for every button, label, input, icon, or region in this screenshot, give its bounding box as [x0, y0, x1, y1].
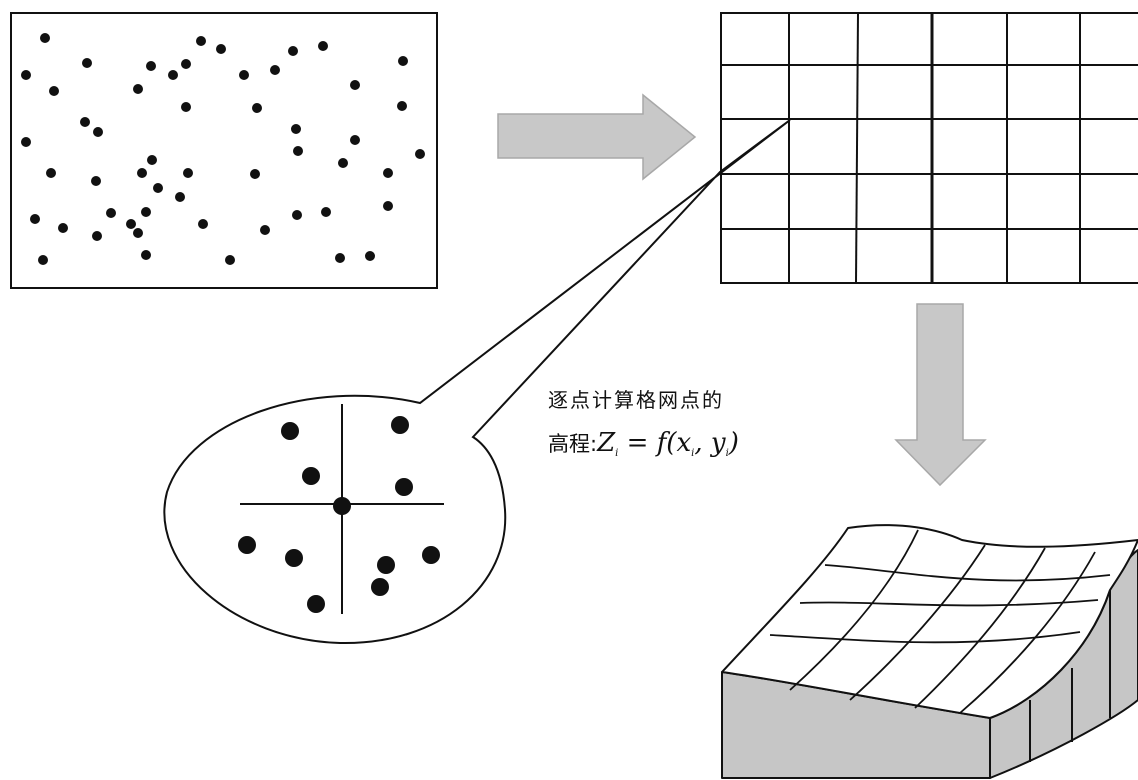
- sample-point: [82, 58, 92, 68]
- neighbour-point: [238, 536, 256, 554]
- sample-point: [181, 59, 191, 69]
- sample-point: [196, 36, 206, 46]
- formula-y-sub: i: [725, 448, 729, 459]
- sample-point: [350, 135, 360, 145]
- neighbour-point: [285, 549, 303, 567]
- zoom-callout-bubble: [163, 119, 791, 645]
- sample-point: [239, 70, 249, 80]
- sample-point: [40, 33, 50, 43]
- sample-point: [398, 56, 408, 66]
- sample-point: [350, 80, 360, 90]
- elevation-formula: Zi = f(xi, yi): [597, 428, 739, 459]
- mesh-line: [799, 599, 1099, 607]
- neighbour-point: [302, 467, 320, 485]
- mesh-line: [914, 547, 1046, 709]
- sample-point: [21, 137, 31, 147]
- formula-x: x: [676, 428, 692, 458]
- neighbour-point: [307, 595, 325, 613]
- grid-node-point: [333, 497, 351, 515]
- sample-point: [338, 158, 348, 168]
- sample-point: [38, 255, 48, 265]
- caption-elevation-label: 高程:: [548, 432, 598, 456]
- sample-point: [397, 101, 407, 111]
- scatter-panel-frame: [10, 12, 438, 289]
- sample-point: [321, 207, 331, 217]
- caption-line-1: 逐点计算格网点的: [548, 388, 724, 412]
- sample-point: [225, 255, 235, 265]
- sample-point: [21, 70, 31, 80]
- sample-point: [80, 117, 90, 127]
- sample-point: [365, 251, 375, 261]
- sample-point: [183, 168, 193, 178]
- right-arrow-icon: [497, 93, 697, 181]
- sample-point: [147, 155, 157, 165]
- neighbour-point: [281, 422, 299, 440]
- sample-point: [92, 231, 102, 241]
- formula-eq: =: [618, 428, 657, 458]
- sample-point: [216, 44, 226, 54]
- sample-point: [168, 70, 178, 80]
- sample-point: [181, 102, 191, 112]
- formula-close: ): [728, 428, 739, 458]
- neighbour-point: [422, 546, 440, 564]
- formula-lhs-sub: i: [615, 448, 619, 459]
- sample-point: [137, 168, 147, 178]
- surface-mesh: [769, 529, 1111, 714]
- mesh-line: [849, 544, 986, 701]
- neighbour-point: [391, 416, 409, 434]
- sample-point: [293, 146, 303, 156]
- sample-point: [133, 228, 143, 238]
- sample-point: [126, 219, 136, 229]
- sample-point: [153, 183, 163, 193]
- sample-point: [30, 214, 40, 224]
- sample-point: [383, 201, 393, 211]
- grid-vline: [855, 12, 859, 284]
- sample-point: [415, 149, 425, 159]
- down-arrow-icon: [894, 303, 987, 487]
- sample-point: [146, 61, 156, 71]
- sample-point: [141, 250, 151, 260]
- sample-point: [106, 208, 116, 218]
- formula-y: y: [710, 428, 726, 458]
- sample-point: [133, 84, 143, 94]
- sample-point: [49, 86, 59, 96]
- mesh-line: [789, 529, 919, 691]
- sample-point: [335, 253, 345, 263]
- formula-x-sub: i: [691, 448, 695, 459]
- grid-panel: [720, 12, 1138, 284]
- sample-point: [46, 168, 56, 178]
- sample-point: [141, 207, 151, 217]
- sample-point: [58, 223, 68, 233]
- sample-point: [291, 124, 301, 134]
- sample-point: [93, 127, 103, 137]
- sample-point: [252, 103, 262, 113]
- sample-point: [198, 219, 208, 229]
- terrain-surface-block: [721, 524, 1138, 779]
- surface-top: [721, 524, 1138, 719]
- sample-point: [250, 169, 260, 179]
- sample-point: [288, 46, 298, 56]
- sample-point: [318, 41, 328, 51]
- caption-line-2: 高程:Zi = f(xi, yi): [548, 428, 739, 459]
- neighbour-point: [377, 556, 395, 574]
- mesh-line: [959, 551, 1096, 714]
- neighbour-point: [395, 478, 413, 496]
- mesh-line: [824, 564, 1111, 582]
- sample-point: [270, 65, 280, 75]
- neighbour-points: [238, 416, 440, 613]
- sample-point: [91, 176, 101, 186]
- sample-point: [383, 168, 393, 178]
- grid-frame: [720, 12, 1138, 284]
- sample-point: [175, 192, 185, 202]
- sample-point: [292, 210, 302, 220]
- scatter-dots: [21, 33, 425, 265]
- formula-func: f(: [656, 428, 677, 458]
- formula-comma: ,: [694, 428, 711, 458]
- neighbour-point: [371, 578, 389, 596]
- scatter-points-panel: [10, 12, 438, 289]
- sample-point: [260, 225, 270, 235]
- formula-lhs: Z: [597, 428, 616, 458]
